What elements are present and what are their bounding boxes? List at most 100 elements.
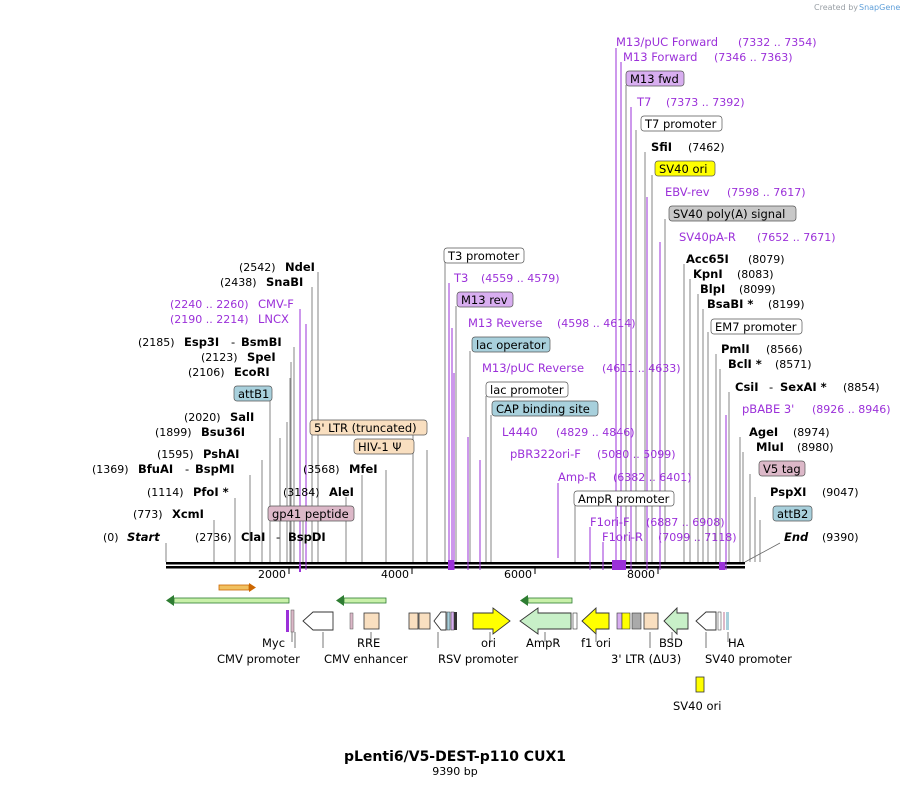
site-pfoi: PfoI * <box>193 485 229 499</box>
feature-f1-ori: f1 ori <box>581 636 611 650</box>
site-bfuai-sep: - <box>185 462 189 476</box>
boxed-m13-fwd: M13 fwd <box>630 72 679 86</box>
primer-ebv-rev: EBV-rev <box>665 185 710 199</box>
site-sfii: SfiI <box>651 140 672 154</box>
boxed-labels-left: attB1 5' LTR (truncated) HIV-1 Ψ gp41 pe… <box>233 385 428 522</box>
primer-labels-left: (2240 .. 2260) CMV-F (2190 .. 2214) LNCX <box>170 297 294 326</box>
site-alei-pos: (3184) <box>283 486 320 499</box>
credit-prefix: Created by <box>814 3 858 12</box>
primer-l4440-pos: (4829 .. 4846) <box>556 426 635 439</box>
primer-f1ori-r: F1ori-R <box>602 530 643 544</box>
site-pfoi-pos: (1114) <box>147 486 184 499</box>
primer-m13-reverse-pos: (4598 .. 4614) <box>557 317 636 330</box>
site-bsu36i: Bsu36I <box>201 425 245 439</box>
map-subtitle: 9390 bp <box>432 765 477 778</box>
site-blpi: BlpI <box>700 282 725 296</box>
site-clai-sep: - <box>276 530 280 544</box>
boxed-sv40-polya: SV40 poly(A) signal <box>673 207 785 221</box>
feature-3ltr: 3' LTR (ΔU3) <box>611 652 681 666</box>
ruler-tick-4000: 4000 <box>381 568 409 581</box>
site-agei: AgeI <box>749 425 778 439</box>
primer-lncx-pos: (2190 .. 2214) <box>170 313 249 326</box>
primer-m13puc-forward: M13/pUC Forward <box>616 35 718 49</box>
boxed-lac-operator: lac operator <box>476 338 546 352</box>
right-labels: M13/pUC Forward (7332 .. 7354) M13 Forwa… <box>616 35 891 544</box>
site-sexai: SexAI * <box>780 380 827 394</box>
site-esp3i: Esp3I <box>184 335 219 349</box>
primer-m13-forward-pos: (7346 .. 7363) <box>714 51 793 64</box>
primer-lncx: LNCX <box>258 312 289 326</box>
ruler-tick-8000: 8000 <box>627 568 655 581</box>
site-mlui-pos: (8980) <box>797 441 834 454</box>
feature-ha: HA <box>728 636 745 650</box>
boxed-gp41: gp41 peptide <box>272 507 349 521</box>
boxed-hiv1-psi: HIV-1 Ψ <box>358 440 401 454</box>
primer-lines-left <box>299 283 604 570</box>
site-clai: ClaI <box>241 530 265 544</box>
primer-amp-r: Amp-R <box>558 470 597 484</box>
site-ndei: NdeI <box>285 260 315 274</box>
feature-bsd: BSD <box>659 636 683 650</box>
boxed-m13-rev: M13 rev <box>461 293 508 307</box>
site-labels-left: (0) Start (773) XcmI (1114) PfoI * (1369… <box>92 260 378 544</box>
site-bsabi: BsaBI * <box>707 297 753 311</box>
site-mlui: MluI <box>756 440 784 454</box>
site-bcli: BclI * <box>728 357 762 371</box>
primer-amp-r-pos: (6382 .. 6401) <box>613 471 692 484</box>
site-csii: CsiI <box>735 380 759 394</box>
feature-cmv-enhancer: CMV enhancer <box>324 652 408 666</box>
site-kpni-pos: (8083) <box>737 268 774 281</box>
site-pshai: PshAI <box>203 447 239 461</box>
map-title: pLenti6/V5-DEST-p110 CUX1 <box>344 749 566 765</box>
site-acc65i: Acc65I <box>686 252 729 266</box>
boxed-attb2: attB2 <box>777 507 808 521</box>
boxed-5ltr: 5' LTR (truncated) <box>314 421 417 435</box>
boxed-em7-promoter: EM7 promoter <box>715 320 797 334</box>
primer-pbr322ori-f-pos: (5080 .. 5099) <box>597 448 676 461</box>
site-clai-pos: (2736) <box>195 531 232 544</box>
site-blpi-pos: (8099) <box>739 283 776 296</box>
site-csii-sep: - <box>769 380 773 394</box>
boxed-lac-promoter: lac promoter <box>490 383 564 397</box>
site-acc65i-pos: (8079) <box>748 253 785 266</box>
leader-lines-right <box>444 85 781 563</box>
site-sali: SalI <box>230 410 254 424</box>
primer-t3: T3 <box>453 271 468 285</box>
primer-m13puc-reverse-pos: (4611 .. 4633) <box>602 362 681 375</box>
site-sali-pos: (2020) <box>184 411 221 424</box>
site-bsu36i-pos: (1899) <box>155 426 192 439</box>
site-esp3i-sep: - <box>231 335 235 349</box>
boxed-t3-promoter: T3 promoter <box>447 249 520 263</box>
site-ecori: EcoRI <box>234 365 270 379</box>
site-ndei-pos: (2542) <box>239 261 276 274</box>
site-spei: SpeI <box>247 350 276 364</box>
primer-m13-reverse: M13 Reverse <box>468 316 542 330</box>
credit-brand: SnapGene <box>859 3 900 12</box>
backbone-marks <box>299 560 725 572</box>
primer-l4440: L4440 <box>502 425 538 439</box>
primer-f1ori-f: F1ori-F <box>590 515 630 529</box>
ruler-tick-2000: 2000 <box>258 568 286 581</box>
feature-labels: Myc RRE ori AmpR f1 ori BSD HA CMV promo… <box>217 636 792 713</box>
ruler-tick-6000: 6000 <box>504 568 532 581</box>
site-xcmi: XcmI <box>172 507 204 521</box>
site-bsmbi: BsmBI <box>241 335 282 349</box>
site-alei: AleI <box>329 485 354 499</box>
boxed-sv40-ori: SV40 ori <box>659 162 707 176</box>
boxed-ampr-promoter: AmpR promoter <box>578 492 670 506</box>
site-bsabi-pos: (8199) <box>768 298 805 311</box>
site-pspxi: PspXI <box>770 485 806 499</box>
ruler: 2000 4000 6000 8000 <box>258 568 659 581</box>
site-end: End <box>784 530 809 544</box>
site-bspmi: BspMI <box>195 462 235 476</box>
primer-pbabe3-pos: (8926 .. 8946) <box>812 403 891 416</box>
primer-m13-forward: M13 Forward <box>623 50 697 64</box>
site-snabi: SnaBI <box>266 275 303 289</box>
site-pmli-pos: (8566) <box>766 343 803 356</box>
primer-cmv-f-pos: (2240 .. 2260) <box>170 298 249 311</box>
feature-ticks <box>291 632 729 648</box>
primer-t7: T7 <box>636 95 651 109</box>
site-csii-pos: (8854) <box>843 381 880 394</box>
site-agei-pos: (8974) <box>793 426 830 439</box>
